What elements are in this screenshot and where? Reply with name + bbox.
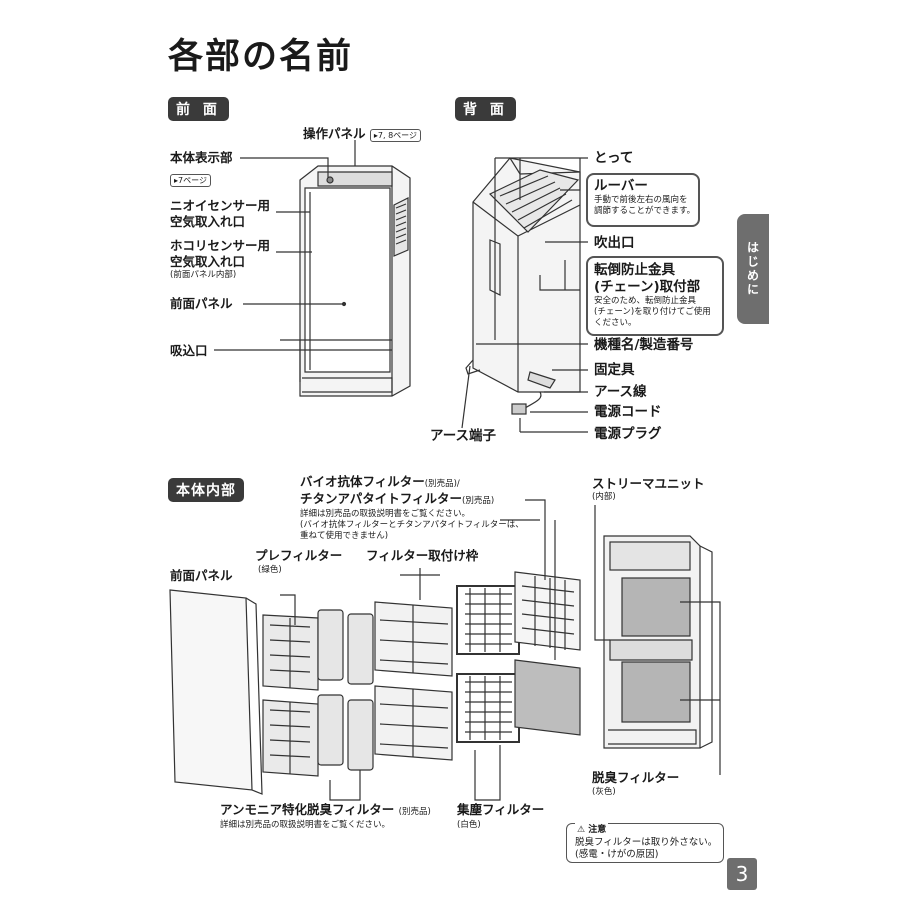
inside-heading: 本体内部: [168, 478, 244, 502]
caution-line-1: 脱臭フィルターは取り外さない。: [575, 837, 718, 848]
section-tab: はじめに: [737, 214, 769, 324]
front-panel-illustration: [169, 589, 263, 795]
control-panel-label: 操作パネル ▸7, 8ページ: [303, 126, 421, 142]
dust-sensor-label: ホコリセンサー用空気取入れ口 (前面パネル内部): [170, 238, 271, 280]
pre-filter-label: プレフィルター: [255, 548, 343, 563]
display-label: 本体表示部: [170, 150, 233, 165]
pre-filter-sub: (緑色): [258, 565, 282, 575]
caution-title: 注意: [588, 825, 607, 835]
caution-line-2: (感電・けがの原因): [575, 849, 659, 860]
back-heading: 背 面: [455, 97, 516, 121]
front-panel-label: 前面パネル: [170, 296, 233, 311]
front-heading: 前 面: [168, 97, 229, 121]
fixture-label: 固定具: [594, 362, 635, 378]
louver-box: ルーバー 手動で前後左右の風向を 調節することができます。: [586, 173, 700, 227]
intake-label: 吸込口: [170, 343, 208, 358]
back-unit-illustration: [465, 157, 581, 415]
handle-label: とって: [594, 150, 634, 166]
outlet-label: 吹出口: [594, 235, 635, 251]
ammonia-note: 詳細は別売品の取扱説明書をご覧ください。: [220, 820, 391, 830]
deodor-filter-label: 脱臭フィルター: [592, 770, 680, 785]
pre-filter-illustration: [262, 614, 319, 777]
interior-unit-illustration: [603, 535, 713, 749]
caution-box: ⚠ 注意 脱臭フィルターは取り外さない。 (感電・けがの原因): [566, 822, 724, 863]
dust-filter-illustration: [456, 585, 520, 743]
power-cord-label: 電源コード: [594, 404, 662, 420]
page-title: 各部の名前: [168, 37, 354, 77]
bio-filter-illustration: [514, 571, 581, 736]
bio-filter-label: バイオ抗体フィルター(別売品)/: [300, 474, 460, 489]
bio-filter-note: 詳細は別売品の取扱説明書をご覧ください。 (バイオ抗体フィルターとチタンアパタイ…: [300, 509, 524, 541]
ammonia-filter-label: アンモニア特化脱臭フィルター (別売品): [220, 802, 431, 817]
earth-terminal-label: アース端子: [430, 428, 497, 444]
filter-frame-illustration: [374, 601, 453, 761]
model-label: 機種名/製造番号: [594, 337, 694, 353]
front-unit-illustration: [299, 165, 411, 397]
page-number: 3: [727, 858, 757, 890]
warning-triangle-icon: ⚠: [577, 825, 586, 835]
titanium-filter-label: チタンアパタイトフィルター(別売品): [300, 491, 495, 506]
deodor-filter-sub: (灰色): [592, 787, 616, 797]
inside-front-panel-label: 前面パネル: [170, 568, 233, 583]
filter-frame-label: フィルター取付け枠: [366, 548, 479, 563]
earth-wire-label: アース線: [594, 384, 647, 400]
streamer-sub: (内部): [592, 492, 616, 502]
dust-filter-sub: (白色): [457, 820, 481, 830]
odor-sensor-label: ニオイセンサー用空気取入れ口: [170, 198, 271, 229]
dust-filter-label: 集塵フィルター: [457, 802, 545, 817]
power-plug-label: 電源プラグ: [594, 426, 662, 442]
ammonia-filter-illustration: [317, 609, 374, 771]
page-ref-badge: ▸7, 8ページ: [369, 129, 421, 142]
tip-over-box: 転倒防止金具 (チェーン)取付部 安全のため、転倒防止金具 (チェーン)を取り付…: [586, 256, 724, 336]
page-ref-badge: ▸7ページ: [170, 174, 211, 187]
streamer-label: ストリーマユニット: [592, 476, 705, 491]
